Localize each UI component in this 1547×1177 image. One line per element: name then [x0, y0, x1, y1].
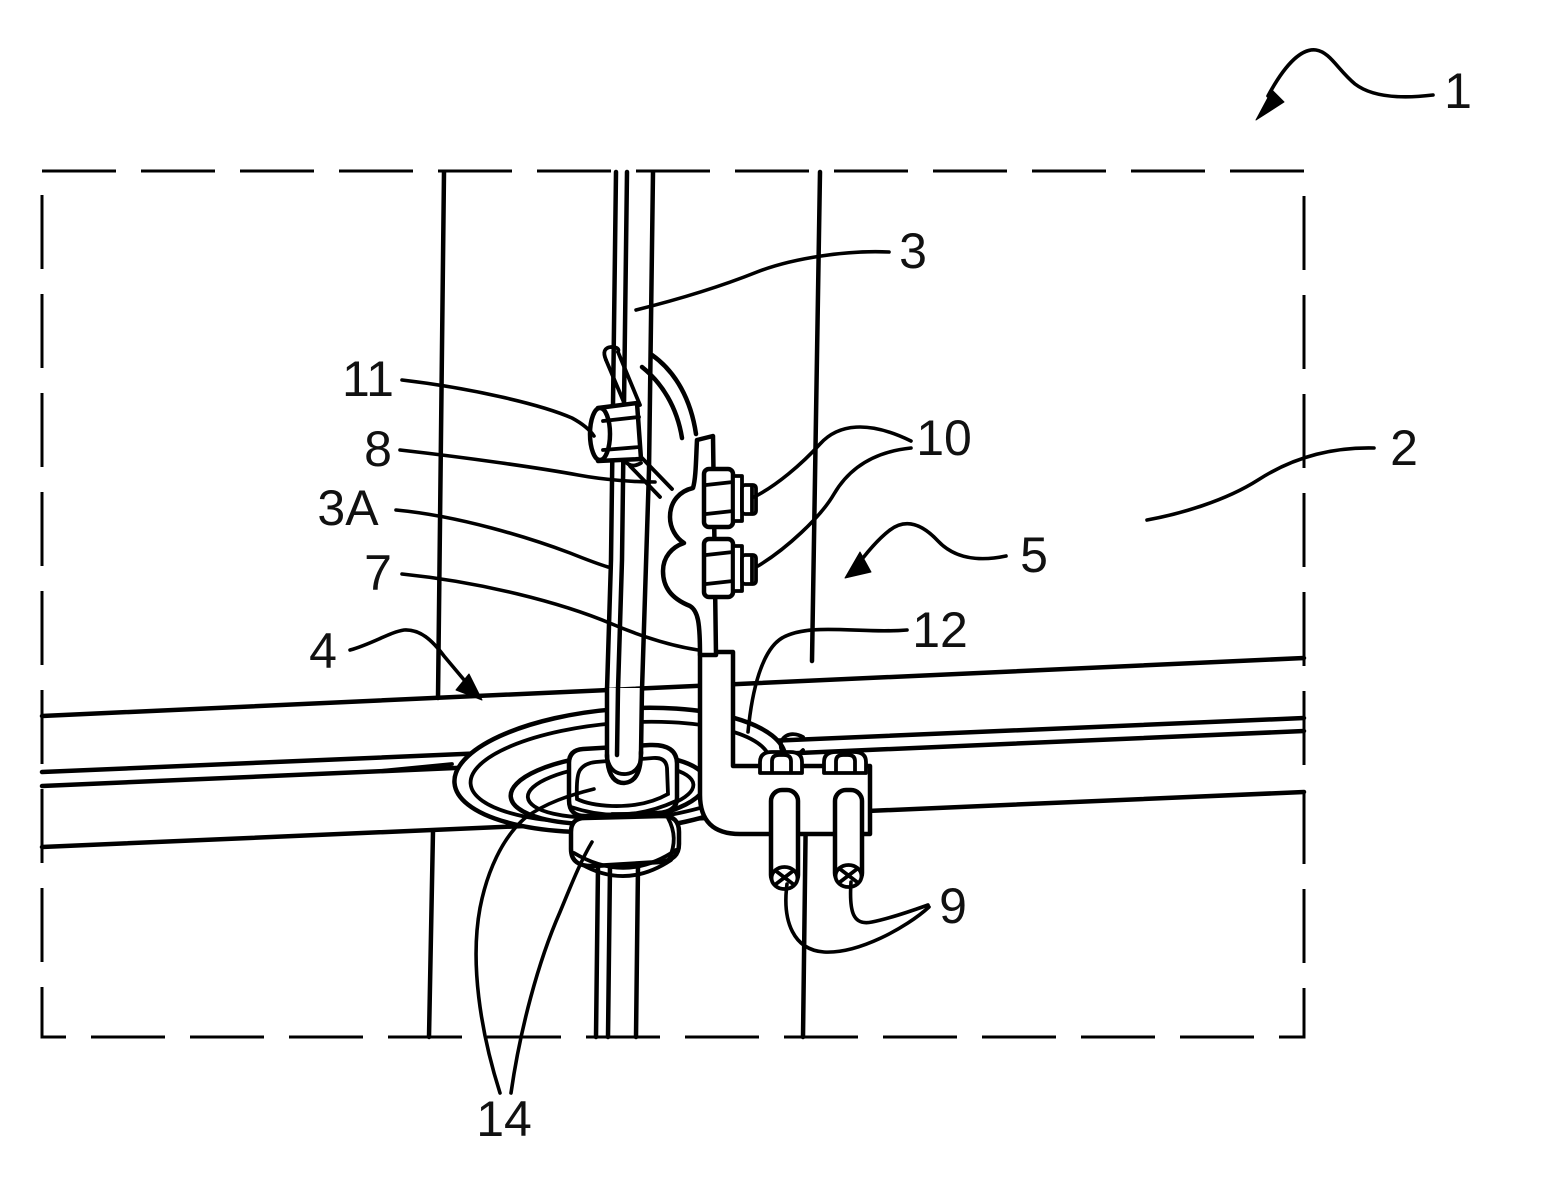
ref-label-3a: 3A — [317, 480, 379, 536]
stud-left — [768, 787, 801, 891]
ref-label-1: 1 — [1444, 63, 1472, 119]
ref-label-14: 14 — [476, 1091, 532, 1147]
arrowhead-4 — [455, 673, 483, 701]
mullion-lines — [426, 169, 823, 1040]
reference-labels: 1 2 3 11 8 3A 7 4 10 5 12 9 14 — [309, 63, 1472, 1147]
cable-through-clamp — [604, 685, 645, 786]
ref-label-11: 11 — [342, 351, 394, 407]
arm-nut-left — [758, 750, 804, 775]
arm-nut-right — [822, 750, 868, 775]
panel-dashed-border — [40, 169, 1306, 1039]
stud-right — [832, 787, 865, 889]
ref-label-4: 4 — [309, 623, 337, 679]
ref-label-8: 8 — [364, 421, 392, 477]
ref-label-2: 2 — [1390, 420, 1418, 476]
ref-label-7: 7 — [364, 545, 392, 601]
leader-lines — [348, 48, 1435, 1095]
arrowhead-1 — [1255, 89, 1285, 121]
ref-label-10: 10 — [916, 410, 972, 466]
bolt-lower — [701, 536, 758, 600]
bolt-upper — [701, 466, 758, 530]
cable-clamp — [566, 742, 682, 878]
cable-lower — [593, 863, 641, 1040]
ref-label-3: 3 — [899, 223, 927, 279]
cable-upper — [604, 169, 656, 693]
clamp-bolt-head — [587, 400, 644, 468]
arrowhead-5 — [844, 551, 872, 579]
ref-label-12: 12 — [912, 602, 968, 658]
ref-label-5: 5 — [1020, 527, 1048, 583]
ref-label-9: 9 — [939, 878, 967, 934]
